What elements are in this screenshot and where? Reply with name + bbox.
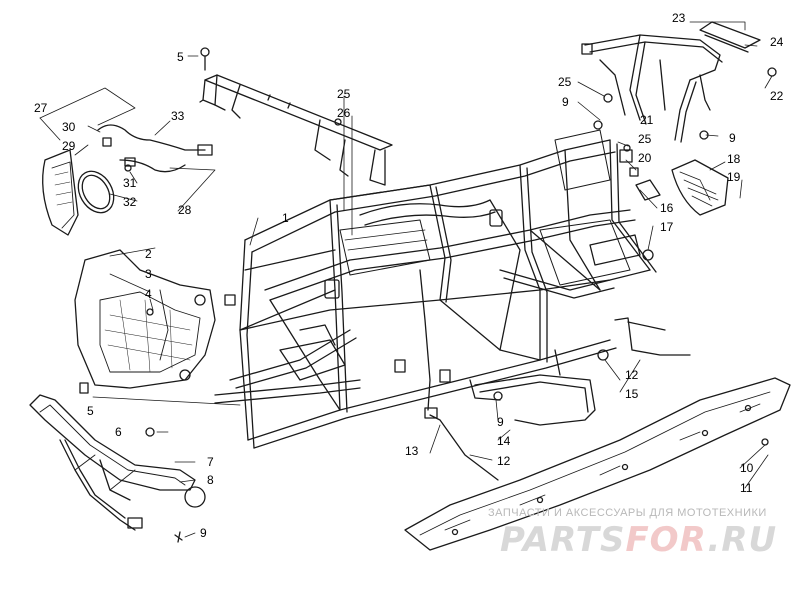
callout-4: 4 xyxy=(145,287,152,301)
front-bumper xyxy=(29,394,206,531)
brake-rod xyxy=(424,317,691,481)
callout-26: 26 xyxy=(337,106,351,120)
callout-15: 15 xyxy=(625,387,639,401)
callout-25-center: 25 xyxy=(337,87,351,101)
callout-8: 8 xyxy=(207,473,214,487)
callout-24: 24 xyxy=(770,35,784,49)
callout-28: 28 xyxy=(178,203,192,217)
headlight-assembly xyxy=(42,124,213,236)
callout-5-bottom: 5 xyxy=(87,404,94,418)
callout-10: 10 xyxy=(740,461,754,475)
callout-11: 11 xyxy=(740,481,753,495)
callout-32: 32 xyxy=(123,195,137,209)
callout-25-rear: 25 xyxy=(638,132,652,146)
callout-31: 31 xyxy=(123,176,137,190)
watermark-logo-part1: PARTS xyxy=(500,520,626,560)
callout-3: 3 xyxy=(145,267,152,281)
callout-18: 18 xyxy=(727,152,741,166)
tail-bracket xyxy=(671,159,729,216)
callout-12-upper: 12 xyxy=(625,368,639,382)
callout-9-footrest: 9 xyxy=(497,415,504,429)
callout-5-top: 5 xyxy=(177,50,184,64)
callout-13: 13 xyxy=(405,444,419,458)
callout-17: 17 xyxy=(660,220,674,234)
callout-21: 21 xyxy=(640,113,654,127)
callout-7: 7 xyxy=(207,455,214,469)
skid-plate xyxy=(404,377,791,551)
front-fascia xyxy=(74,249,216,389)
leader-lines xyxy=(39,21,773,538)
main-frame xyxy=(214,129,657,449)
callout-12-lower: 12 xyxy=(497,454,511,468)
callout-2: 2 xyxy=(145,247,152,261)
callout-9-rack-left: 9 xyxy=(562,95,569,109)
callout-1: 1 xyxy=(282,211,289,225)
callout-30: 30 xyxy=(62,120,76,134)
watermark-logo-part2: FOR xyxy=(625,520,708,560)
callout-16: 16 xyxy=(660,201,674,215)
callout-23: 23 xyxy=(672,11,686,25)
callout-9-rack-right: 9 xyxy=(729,131,736,145)
hardware xyxy=(79,67,777,543)
callout-29: 29 xyxy=(62,139,76,153)
callout-22: 22 xyxy=(770,89,784,103)
callout-27: 27 xyxy=(34,101,48,115)
callout-14: 14 xyxy=(497,434,511,448)
front-cross-bar xyxy=(199,47,393,186)
callout-19: 19 xyxy=(727,170,741,184)
callout-9-bumper: 9 xyxy=(200,526,207,540)
rear-rack xyxy=(581,21,761,143)
watermark-logo-part3: .RU xyxy=(707,520,778,560)
callout-20: 20 xyxy=(638,151,652,165)
callout-6: 6 xyxy=(115,425,122,439)
footrest-bracket xyxy=(469,349,596,426)
watermark-logo: PARTSFOR.RU xyxy=(500,520,777,560)
callout-33: 33 xyxy=(171,109,185,123)
watermark-tagline: ЗАПЧАСТИ И АКСЕССУАРЫ ДЛЯ МОТОТЕХНИКИ xyxy=(488,507,767,519)
callout-25-rack: 25 xyxy=(558,75,572,89)
